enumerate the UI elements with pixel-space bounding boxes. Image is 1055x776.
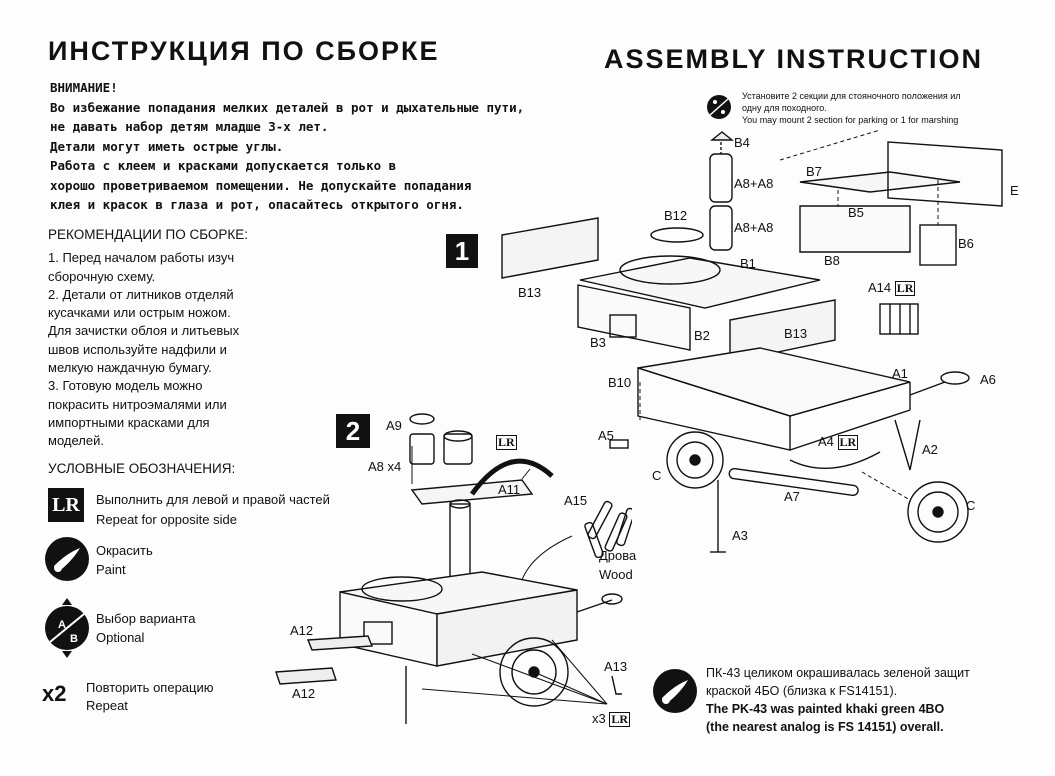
label-b4: B4 <box>734 135 750 150</box>
paint-note: ПК-43 целиком окрашивалась зеленой защит… <box>706 664 1018 736</box>
label-a11: A11 <box>498 482 521 497</box>
paint-note-en-1: The PK-43 was painted khaki green 4BO <box>706 702 945 716</box>
option-note-ru-2: одну для походного. <box>742 103 827 113</box>
recommendation-line: 3. Готовую модель можно <box>48 378 203 394</box>
warning-line: Работа с клеем и красками допускается то… <box>50 158 397 173</box>
recommendation-line: швов используйте надфили и <box>48 341 227 357</box>
legend-repeat-ru: Повторить операцию <box>86 680 214 695</box>
optional-a-label: A <box>58 619 66 631</box>
warning-line: Детали могут иметь острые углы. <box>50 138 284 154</box>
warning-line: не давать набор детям младше 3-х лет. <box>50 119 329 134</box>
label-a14-text: A14 <box>868 280 892 295</box>
recommendation-line: 1. Перед началом работы изуч <box>48 250 235 266</box>
label-a12-top: A12 <box>290 623 314 638</box>
option-note-ru-1: Установите 2 секции для стояночного поло… <box>742 91 961 101</box>
label-b10: B10 <box>608 375 632 390</box>
label-x3: x3 LR <box>592 711 631 727</box>
label-b1: B1 <box>740 256 756 271</box>
warning-line: клея и красок в глаза и рот, опасайтесь … <box>50 197 464 212</box>
lr-mark-icon: LR <box>894 281 916 296</box>
optional-b-label: B <box>70 633 78 645</box>
option-note-en: You may mount 2 section for parking or 1… <box>742 115 959 125</box>
label-x3-text: x3 <box>592 711 606 726</box>
page-title-ru: ИНСТРУКЦИЯ ПО СБОРКЕ <box>48 36 440 66</box>
lr-mark-icon: LR <box>496 433 517 451</box>
legend-optional-ru: Выбор варианта <box>96 611 196 626</box>
legend-lr-en: Repeat for opposite side <box>96 512 237 527</box>
lr-mark-icon: LR <box>609 712 631 727</box>
label-a4-text: A4 <box>818 434 834 449</box>
step-1-badge: 1 <box>446 234 478 268</box>
page-title-en: ASSEMBLY INSTRUCTION <box>604 44 984 74</box>
paint-brush-icon <box>45 537 89 581</box>
lr-mark-text: LR <box>496 435 517 450</box>
label-b12: B12 <box>664 208 688 223</box>
optional-small-icon <box>707 95 731 119</box>
label-a3: A3 <box>732 528 748 543</box>
label-a7: A7 <box>784 489 800 504</box>
recommendation-line: кусачками или острым ножом. <box>48 305 231 321</box>
label-a15: A15 <box>564 493 588 508</box>
label-c-right: C <box>966 498 976 513</box>
paint-note-ru-2: краской 4БО (близка к FS14151). <box>706 684 898 698</box>
warning-heading: ВНИМАНИЕ! <box>50 80 118 95</box>
label-b8: B8 <box>824 253 840 268</box>
recommendation-line: Для зачистки облоя и литьевых <box>48 323 240 339</box>
label-c-left: C <box>652 468 662 483</box>
step-2-badge: 2 <box>336 414 370 448</box>
step-1-trailer-drawing <box>501 129 1003 553</box>
recommendations-block: РЕКОМЕНДАЦИИ ПО СБОРКЕ: 1. Перед началом… <box>48 226 273 451</box>
label-b2: B2 <box>694 328 710 343</box>
label-e: E <box>1010 183 1019 198</box>
lr-mark-icon: LR <box>837 435 859 450</box>
warning-block: ВНИМАНИЕ! Во избежание попадания мелких … <box>50 78 524 215</box>
label-a4: A4 LR <box>818 434 859 450</box>
option-note: Установите 2 секции для стояночного поло… <box>742 90 1017 126</box>
label-a2: A2 <box>922 442 938 457</box>
legend-repeat-en: Repeat <box>86 698 128 713</box>
legend-paint-en: Paint <box>96 562 126 577</box>
recommendation-line: моделей. <box>48 433 104 449</box>
label-a6: A6 <box>980 372 996 387</box>
legend-heading: УСЛОВНЫЕ ОБОЗНАЧЕНИЯ: <box>48 461 236 476</box>
legend-paint-ru: Окрасить <box>96 543 153 558</box>
recommendation-line: сборочную схему. <box>48 268 156 284</box>
label-a8a8-1: A8+A8 <box>734 176 774 191</box>
legend-lr-ru: Выполнить для левой и правой частей <box>96 492 330 507</box>
optional-choice-icon: A B <box>45 598 89 658</box>
paint-brush-icon <box>653 669 697 713</box>
label-b3: B3 <box>590 335 606 350</box>
recommendation-line: покрасить нитроэмалями или <box>48 396 227 412</box>
warning-line: Во избежание попадания мелких деталей в … <box>50 99 525 115</box>
recommendations-heading: РЕКОМЕНДАЦИИ ПО СБОРКЕ: <box>48 227 249 242</box>
label-a8x4: A8 x4 <box>368 459 402 474</box>
label-a9: A9 <box>386 418 402 433</box>
label-a5: A5 <box>598 428 614 443</box>
label-a8a8-2: A8+A8 <box>734 220 774 235</box>
recommendation-line: 2. Детали от литников отделяй <box>48 286 234 302</box>
label-a1: A1 <box>892 366 908 381</box>
label-b5: B5 <box>848 205 864 220</box>
legend-optional-en: Optional <box>96 630 145 645</box>
label-a14: A14 LR <box>868 280 916 296</box>
paint-note-ru-1: ПК-43 целиком окрашивалась зеленой защит <box>706 666 970 680</box>
label-a13: A13 <box>604 659 628 674</box>
label-b7: B7 <box>806 164 822 179</box>
lr-symbol-icon: LR <box>48 488 84 522</box>
recommendation-line: импортными красками для <box>48 414 210 430</box>
paint-note-en-2: (the nearest analog is FS 14151) overall… <box>706 720 944 734</box>
label-a12-bottom: A12 <box>292 686 316 701</box>
warning-line: хорошо проветриваемом помещении. Не допу… <box>50 177 472 193</box>
label-b13-left: B13 <box>518 285 542 300</box>
label-wood-ru: Дрова <box>599 548 637 563</box>
label-b13-right: B13 <box>784 326 808 341</box>
label-wood-en: Wood <box>599 567 633 582</box>
recommendation-line: мелкую наждачную бумагу. <box>48 360 212 376</box>
label-b6: B6 <box>958 236 974 251</box>
repeat-symbol-icon: x2 <box>42 681 67 706</box>
step-2-kitchen-drawing <box>275 413 632 724</box>
